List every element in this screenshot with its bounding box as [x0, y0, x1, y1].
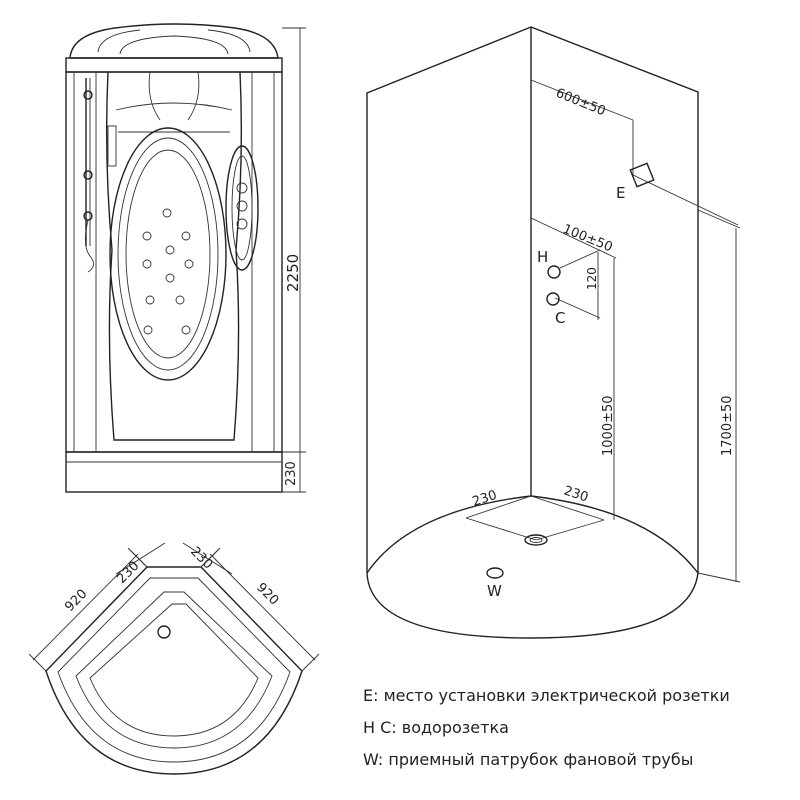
legend-socket: E: место установки электрической розетки: [363, 686, 730, 705]
socket-offset-label: 600±50: [554, 86, 608, 119]
outlet-height-label: 1000±50: [601, 395, 616, 456]
legend-water-outlet: H C: водорозетка: [363, 718, 509, 737]
height-total-label: 2250: [284, 254, 302, 292]
drain-icon: [157, 625, 171, 639]
plan-view-tray: [45, 566, 303, 775]
waste-pipe-icon: [486, 567, 504, 579]
legend-waste-pipe: W: приемный патрубок фановой трубы: [363, 750, 694, 769]
shower-rail-icon: [83, 78, 117, 273]
drain-left-label: 230: [471, 488, 499, 510]
legend: E: место установки электрической розетки…: [363, 680, 793, 776]
massage-jet-icon: [142, 208, 194, 335]
corner-drain-icon: [524, 534, 548, 546]
perspective-enclosure: [366, 26, 699, 639]
drain-letter: W: [487, 582, 502, 600]
outlet-spacing-label: 120: [585, 267, 599, 290]
perspective-annotations: 600±50 E 100±50 120 H C 1000±50 1700±50 …: [465, 79, 741, 600]
outlet-h-letter: H: [537, 248, 548, 266]
socket-icon: [629, 162, 655, 188]
tray-height-label: 230: [284, 461, 299, 486]
drain-right-label: 230: [562, 484, 590, 506]
control-panel-icon: [225, 145, 259, 271]
socket-letter: E: [616, 184, 625, 202]
front-view-cabin: [65, 23, 283, 493]
front-view-dimensions: 2250 230: [282, 27, 306, 493]
outlet-c-letter: C: [555, 309, 565, 327]
outlet-offset-label: 100±50: [561, 222, 615, 255]
plan-right-side-label: 920: [253, 580, 281, 608]
socket-height-label: 1700±50: [720, 395, 735, 456]
outlet-c-icon: [546, 292, 560, 306]
outlet-h-icon: [547, 265, 561, 279]
plan-view-dimensions: 920 920 230 230: [28, 542, 320, 672]
plan-left-side-label: 920: [62, 587, 90, 615]
plan-left-corner-label: 230: [114, 559, 142, 587]
